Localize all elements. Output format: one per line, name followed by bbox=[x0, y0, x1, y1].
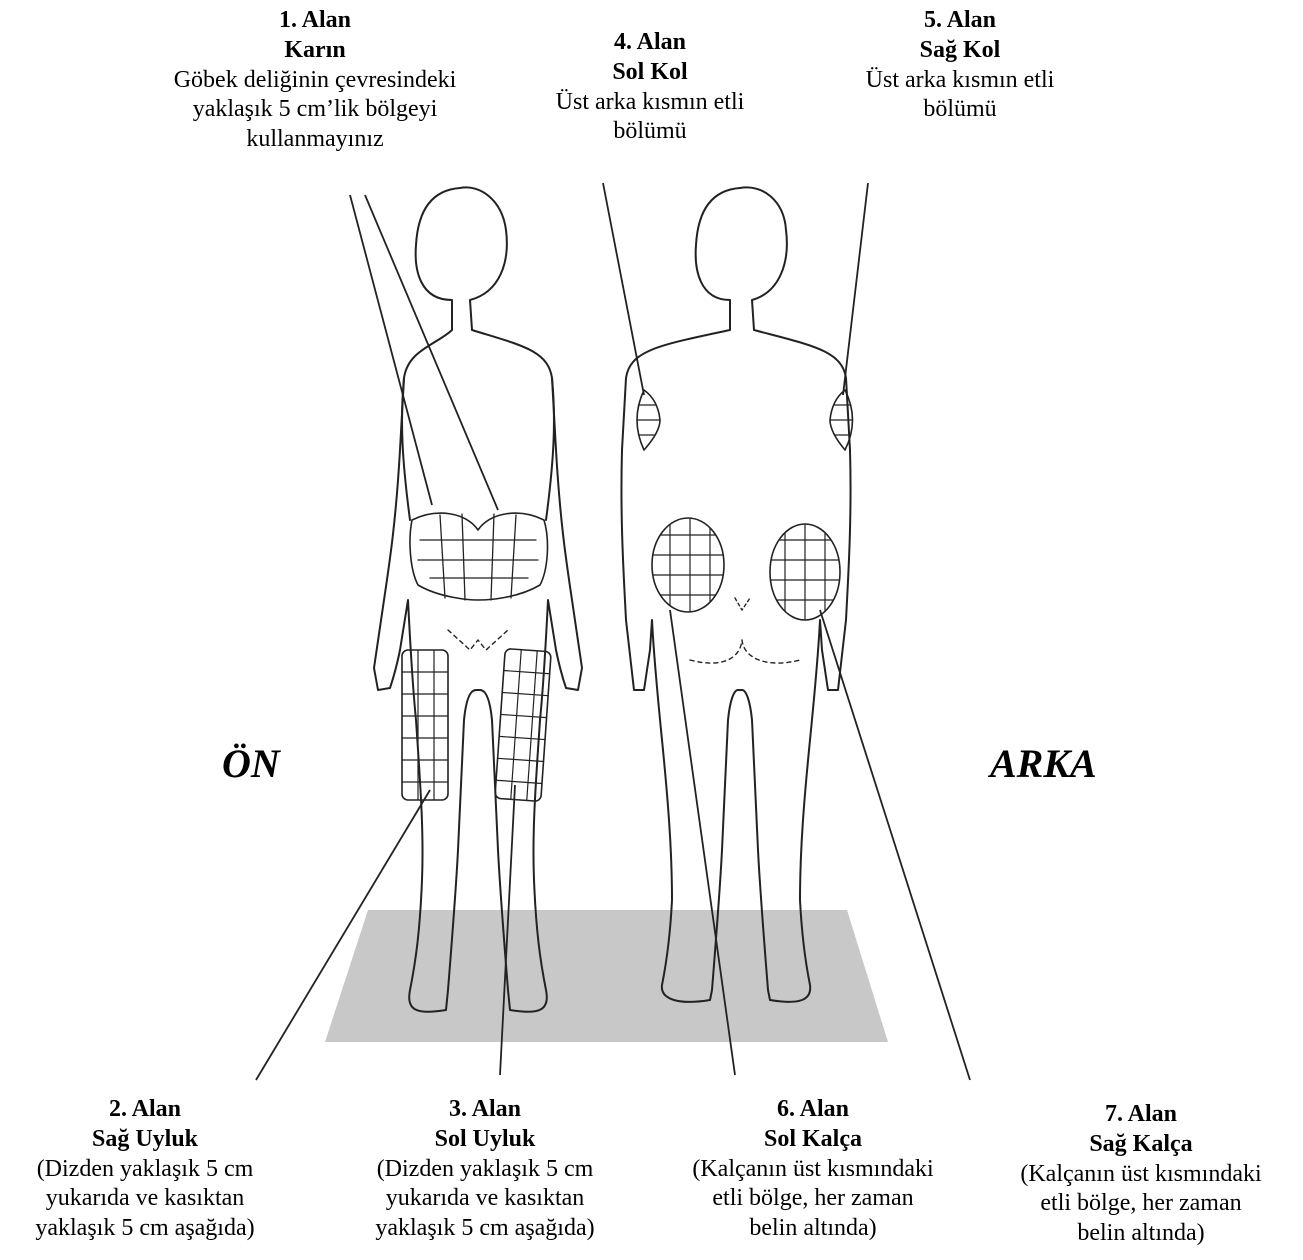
site-1-name: Karın bbox=[145, 36, 485, 66]
site-1-desc-1: Göbek deliğinin çevresindeki bbox=[145, 66, 485, 96]
site-1-number: 1. Alan bbox=[145, 6, 485, 36]
leader-site-1a bbox=[350, 195, 432, 505]
site-3-desc-3: yaklaşık 5 cm aşağıda) bbox=[340, 1214, 630, 1244]
front-view-label: ÖN bbox=[222, 740, 280, 787]
site-7-desc-2: etli bölge, her zaman bbox=[982, 1189, 1300, 1219]
site-1-desc-2: yaklaşık 5 cm’lik bölgeyi bbox=[145, 95, 485, 125]
site-3-name: Sol Uyluk bbox=[340, 1125, 630, 1155]
site-4-name: Sol Kol bbox=[515, 58, 785, 88]
site-2-desc-1: (Dizden yaklaşık 5 cm bbox=[0, 1155, 290, 1185]
back-view-label: ARKA bbox=[990, 740, 1097, 787]
site-6-desc-3: belin altında) bbox=[658, 1214, 968, 1244]
site-5-label: 5. Alan Sağ Kol Üst arka kısmın etli böl… bbox=[825, 6, 1095, 125]
site-7-desc-1: (Kalçanın üst kısmındaki bbox=[982, 1160, 1300, 1190]
site-1-label: 1. Alan Karın Göbek deliğinin çevresinde… bbox=[145, 6, 485, 155]
site-6-desc-2: etli bölge, her zaman bbox=[658, 1184, 968, 1214]
site-6-desc-1: (Kalçanın üst kısmındaki bbox=[658, 1155, 968, 1185]
site-5-desc-1: Üst arka kısmın etli bbox=[825, 66, 1095, 96]
site-3-desc-2: yukarıda ve kasıktan bbox=[340, 1184, 630, 1214]
site-7-number: 7. Alan bbox=[982, 1100, 1300, 1130]
site-2-label: 2. Alan Sağ Uyluk (Dizden yaklaşık 5 cm … bbox=[0, 1095, 290, 1244]
site-6-label: 6. Alan Sol Kalça (Kalçanın üst kısmında… bbox=[658, 1095, 968, 1244]
leader-site-1b bbox=[365, 195, 498, 510]
floor-mat bbox=[325, 910, 888, 1042]
site-3-desc-1: (Dizden yaklaşık 5 cm bbox=[340, 1155, 630, 1185]
site-5-number: 5. Alan bbox=[825, 6, 1095, 36]
site-4-number: 4. Alan bbox=[515, 28, 785, 58]
site-7-label: 7. Alan Sağ Kalça (Kalçanın üst kısmında… bbox=[982, 1100, 1300, 1249]
site-2-desc-2: yukarıda ve kasıktan bbox=[0, 1184, 290, 1214]
site-2-number: 2. Alan bbox=[0, 1095, 290, 1125]
site-5-name: Sağ Kol bbox=[825, 36, 1095, 66]
site-7-desc-3: belin altında) bbox=[982, 1219, 1300, 1249]
site-6-number: 6. Alan bbox=[658, 1095, 968, 1125]
site-2-name: Sağ Uyluk bbox=[0, 1125, 290, 1155]
site-3-label: 3. Alan Sol Uyluk (Dizden yaklaşık 5 cm … bbox=[340, 1095, 630, 1244]
leader-site-5 bbox=[843, 183, 868, 395]
front-figure bbox=[374, 187, 582, 1011]
site-6-name: Sol Kalça bbox=[658, 1125, 968, 1155]
site-4-desc-1: Üst arka kısmın etli bbox=[515, 88, 785, 118]
site-4-desc-2: bölümü bbox=[515, 117, 785, 147]
site-4-label: 4. Alan Sol Kol Üst arka kısmın etli böl… bbox=[515, 28, 785, 147]
back-figure bbox=[621, 187, 862, 1001]
site-7-name: Sağ Kalça bbox=[982, 1130, 1300, 1160]
site-3-number: 3. Alan bbox=[340, 1095, 630, 1125]
leader-site-4 bbox=[603, 183, 644, 395]
site-5-desc-2: bölümü bbox=[825, 95, 1095, 125]
site-2-desc-3: yaklaşık 5 cm aşağıda) bbox=[0, 1214, 290, 1244]
site-1-desc-3: kullanmayınız bbox=[145, 125, 485, 155]
